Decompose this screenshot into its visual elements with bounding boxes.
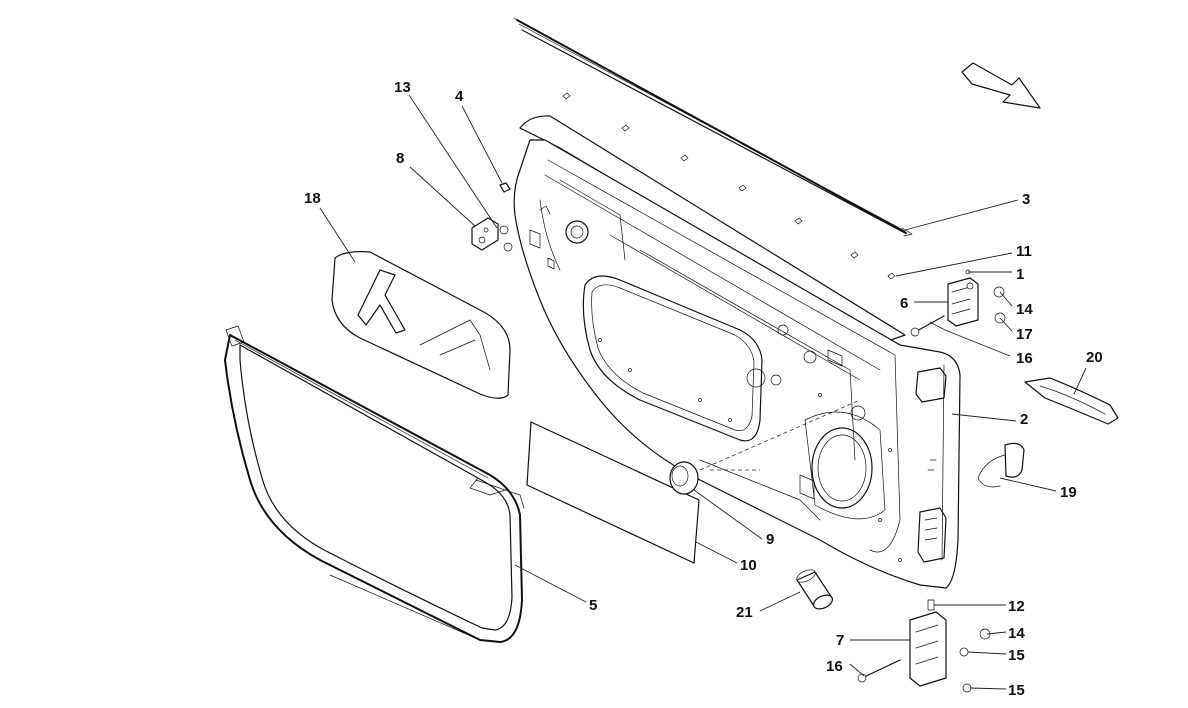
callout-labels: 3 11 1 6 14 17 16 20 2 19 9 10 21 12 7 1… (304, 79, 1103, 699)
callout-16: 16 (1016, 350, 1033, 367)
callout-15a: 15 (1008, 647, 1025, 664)
callout-18: 18 (304, 190, 321, 207)
callout-15b: 15 (1008, 682, 1025, 699)
part-21-sleeve (796, 569, 834, 610)
callout-8: 8 (396, 150, 404, 167)
callout-20: 20 (1086, 349, 1103, 366)
part-18-trim-panel (331, 251, 511, 399)
part-10-insulation-sheet (526, 421, 700, 564)
callout-6: 6 (900, 295, 908, 312)
part-11-clips (562, 92, 896, 280)
callout-14: 14 (1016, 301, 1033, 318)
part-13-screws (499, 225, 513, 252)
callout-13: 13 (394, 79, 411, 96)
part-4-bolt (499, 182, 511, 193)
part-9-grommet (669, 461, 699, 495)
leader-lines (319, 94, 1087, 690)
direction-arrow-icon (961, 62, 1041, 109)
callout-5: 5 (589, 597, 597, 614)
callout-21: 21 (736, 604, 753, 621)
upper-hinge-assembly (910, 269, 1006, 337)
callout-3: 3 (1022, 191, 1030, 208)
callout-9: 9 (766, 531, 774, 548)
lower-hinge-assembly (857, 599, 991, 693)
part-19-cable-loop (977, 442, 1025, 488)
callout-1: 1 (1016, 266, 1024, 283)
callout-12: 12 (1008, 598, 1025, 615)
callout-19: 19 (1060, 484, 1077, 501)
part-3-window-seal-strip (513, 17, 913, 237)
callout-4: 4 (455, 88, 464, 105)
callout-17: 17 (1016, 326, 1033, 343)
callout-16b: 16 (826, 658, 843, 675)
callout-11: 11 (1016, 243, 1032, 260)
assembly-lines (699, 399, 861, 471)
callout-7: 7 (836, 632, 844, 649)
part-8-striker-plate (471, 217, 499, 251)
part-2-door-shell (513, 115, 961, 589)
callout-14b: 14 (1008, 625, 1025, 642)
callout-10: 10 (740, 557, 757, 574)
part-20-trim-cover (1024, 377, 1119, 425)
part-5-door-seal (224, 325, 525, 643)
callout-2: 2 (1020, 411, 1028, 428)
